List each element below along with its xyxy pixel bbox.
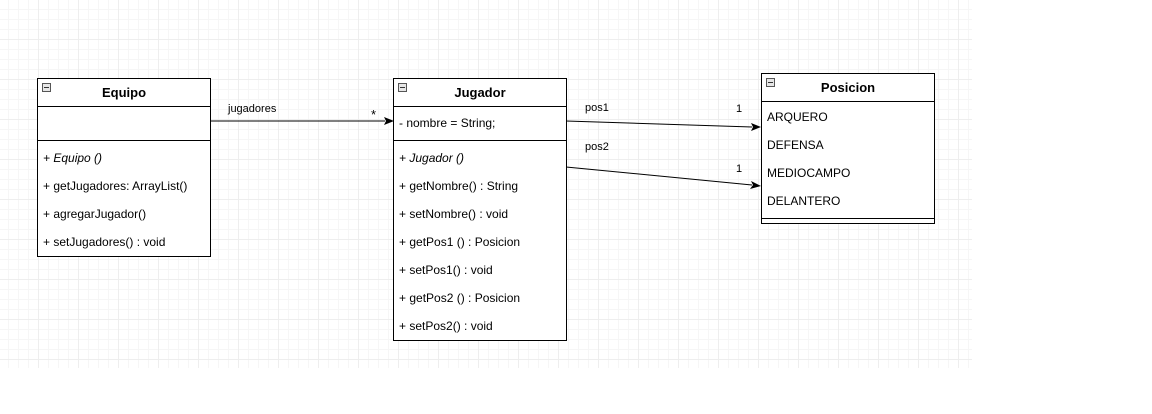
method-get-nombre[interactable]: + getNombre() : String (399, 179, 519, 193)
association-label-pos1: pos1 (585, 102, 609, 114)
method-set-pos2[interactable]: + setPos2() : void (399, 319, 493, 333)
collapse-icon[interactable] (398, 83, 407, 92)
class-equipo-attributes[interactable] (38, 107, 210, 141)
multiplicity-jugadores: * (371, 107, 377, 122)
association-label-pos2: pos2 (585, 141, 609, 153)
method-equipo-constructor[interactable]: + Equipo () (43, 151, 103, 165)
enum-value-mediocampo[interactable]: MEDIOCAMPO (767, 166, 851, 180)
class-jugador-methods[interactable]: + Jugador () + getNombre() : String + se… (394, 141, 566, 340)
class-equipo-methods[interactable]: + Equipo () + getJugadores: ArrayList() … (38, 141, 210, 256)
class-posicion-values[interactable]: ARQUERO DEFENSA MEDIOCAMPO DELANTERO (762, 102, 934, 223)
method-get-pos1[interactable]: + getPos1 () : Posicion (399, 235, 521, 249)
arrowhead-pos2 (750, 181, 761, 189)
class-jugador[interactable]: Jugador - nombre = String; + Jugador () … (393, 78, 567, 341)
class-posicion-name: Posicion (820, 80, 876, 95)
enum-value-delantero[interactable]: DELANTERO (767, 194, 841, 208)
class-equipo-header[interactable]: Equipo (38, 79, 210, 107)
class-jugador-name: Jugador (454, 85, 506, 100)
method-set-pos1[interactable]: + setPos1() : void (399, 263, 493, 277)
method-agregar-jugador[interactable]: + agregarJugador() (43, 207, 147, 221)
method-get-jugadores[interactable]: + getJugadores: ArrayList() (43, 179, 188, 193)
arrowhead-pos1 (751, 123, 761, 131)
class-posicion[interactable]: Posicion ARQUERO DEFENSA MEDIOCAMPO DELA… (761, 73, 935, 224)
arrowhead-jugadores (384, 117, 394, 125)
multiplicity-pos1: 1 (736, 103, 743, 115)
association-label-jugadores: jugadores (228, 103, 277, 115)
collapse-icon[interactable] (766, 78, 775, 87)
class-posicion-header[interactable]: Posicion (762, 74, 934, 102)
method-jugador-constructor[interactable]: + Jugador () (399, 151, 465, 165)
enum-value-arquero[interactable]: ARQUERO (767, 110, 828, 124)
association-pos1-line[interactable] (565, 120, 753, 128)
diagram-canvas[interactable]: jugadores * pos1 1 pos2 1 Equipo + Equip… (0, 0, 972, 368)
method-set-jugadores[interactable]: + setJugadores() : void (43, 235, 166, 249)
class-equipo-name: Equipo (101, 85, 147, 100)
method-set-nombre[interactable]: + setNombre() : void (399, 207, 509, 221)
connectors-layer (210, 117, 761, 189)
collapse-icon[interactable] (42, 83, 51, 92)
class-jugador-header[interactable]: Jugador (394, 79, 566, 107)
method-get-pos2[interactable]: + getPos2 () : Posicion (399, 291, 521, 305)
attribute-nombre[interactable]: - nombre = String; (399, 116, 496, 130)
class-jugador-attributes[interactable]: - nombre = String; (394, 107, 566, 141)
multiplicity-pos2: 1 (736, 163, 743, 175)
empty-divider (762, 218, 934, 223)
enum-value-defensa[interactable]: DEFENSA (767, 138, 824, 152)
class-equipo[interactable]: Equipo + Equipo () + getJugadores: Array… (37, 78, 211, 257)
association-pos2-line[interactable] (565, 166, 753, 186)
